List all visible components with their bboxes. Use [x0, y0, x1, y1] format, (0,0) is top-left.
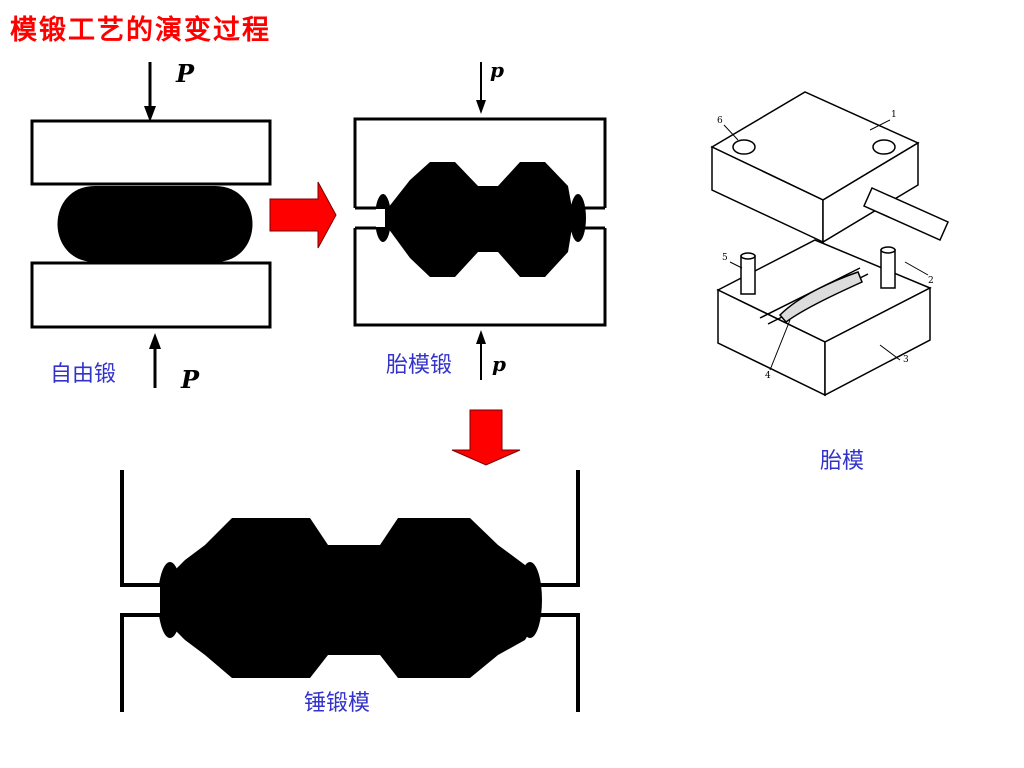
- part-number-2: 2: [928, 276, 934, 286]
- handle-rod: [863, 187, 949, 241]
- part-number-6: 6: [717, 116, 723, 126]
- tire-die-flash-right: [570, 194, 586, 242]
- lower-anvil: [30, 261, 272, 329]
- red-arrow-down: [451, 409, 521, 466]
- hammer-die-flash-right: [518, 562, 542, 638]
- part-number-1: 1: [891, 110, 897, 120]
- part-number-3: 3: [903, 355, 909, 365]
- part-number-5: 5: [722, 253, 728, 263]
- caption-hammer-die-forging: 锤锻模: [304, 691, 371, 716]
- force-arrow-top-tire: [476, 62, 486, 114]
- forged-part: [778, 271, 863, 324]
- hammer-die-workpiece: [160, 518, 540, 678]
- upper-anvil: [30, 119, 272, 186]
- force-label-top-free: P: [176, 59, 195, 88]
- guide-pin-5: [740, 255, 756, 295]
- hole-1: [872, 139, 896, 155]
- free-forging-diagram: [30, 62, 272, 388]
- hammer-die-flash-left: [158, 562, 182, 638]
- tire-die-isometric-drawing: [710, 91, 949, 397]
- caption-free-forging: 自由锻: [50, 362, 117, 387]
- part-number-4: 4: [765, 371, 771, 381]
- force-arrow-bottom-free: [149, 333, 161, 388]
- tire-die-forging-diagram: [353, 62, 607, 380]
- red-arrow-right: [269, 181, 337, 249]
- free-forging-workpiece: [57, 186, 253, 262]
- hammer-die-forging-diagram: [120, 470, 580, 712]
- lower-die-block-side: [824, 286, 931, 397]
- force-label-bottom-free: P: [181, 365, 200, 394]
- tire-die-outline: [353, 117, 607, 327]
- force-arrow-bottom-tire: [476, 330, 486, 380]
- caption-tire-die: 胎模: [820, 449, 865, 474]
- force-label-top-tire: p: [490, 58, 504, 82]
- guide-pin-2: [880, 249, 896, 289]
- caption-tire-die-forging: 胎模锻: [386, 353, 453, 378]
- force-label-bottom-tire: p: [492, 352, 506, 376]
- tire-die-workpiece: [388, 162, 572, 277]
- page-title: 模锻工艺的演变过程: [10, 15, 271, 46]
- force-arrow-top-free: [144, 62, 156, 122]
- hole-6: [732, 139, 756, 155]
